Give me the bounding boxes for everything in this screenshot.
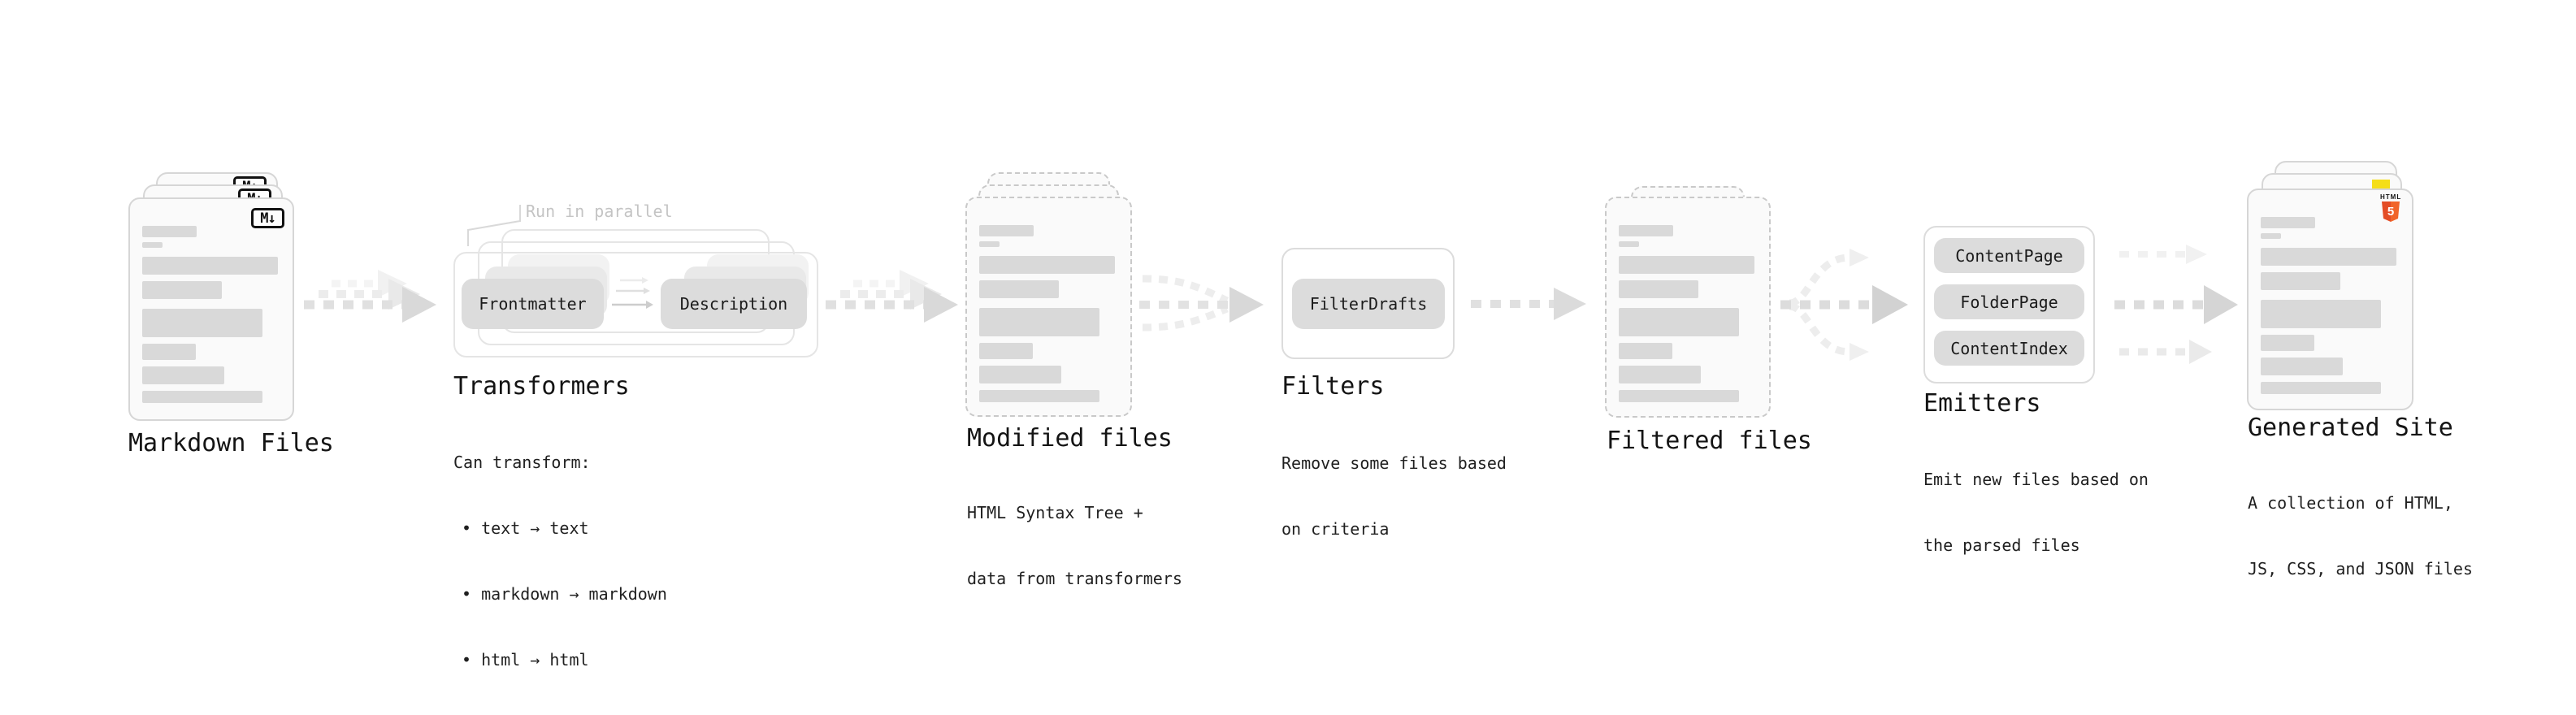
transformers-bullet: • html → html [462, 650, 589, 670]
arrow-transformers-to-modified [826, 270, 958, 323]
arrow-markdown-to-transformers [304, 270, 436, 323]
contentpage-emitter-box: ContentPage [1934, 238, 2084, 273]
generated-file-card: HTML 5 [2247, 188, 2413, 410]
markdown-files-title: Markdown Files [128, 429, 334, 457]
filters-title: Filters [1281, 372, 1385, 401]
transformers-stack-rect [453, 252, 818, 358]
transformers-bullet: • markdown → markdown [462, 584, 667, 604]
modified-files-description: HTML Syntax Tree + data from transformer… [967, 503, 1182, 588]
parallel-arrows-icon [612, 277, 653, 309]
arrow-filters-to-filtered [1471, 288, 1586, 320]
modified-files-title: Modified files [967, 424, 1173, 453]
transformers-description: Can transform: • text → text • markdown … [453, 408, 667, 715]
file-content-skeleton [130, 226, 293, 403]
html5-icon: HTML 5 [2380, 194, 2401, 222]
description-transformer-box: Description [661, 279, 807, 329]
generated-site-title: Generated Site [2248, 414, 2453, 442]
emitters-description: Emit new files based on the parsed files [1923, 470, 2149, 555]
markdown-file-card: M↓ [128, 197, 294, 421]
filtered-files-title: Filtered files [1607, 427, 1812, 455]
filtered-file-card [1605, 197, 1771, 418]
markdown-icon: M↓ [251, 208, 284, 228]
file-content-skeleton [2249, 217, 2412, 394]
transformers-bullet: • text → text [462, 518, 589, 538]
file-content-skeleton [967, 225, 1130, 402]
arrow-emitters-to-generated [2114, 245, 2238, 364]
pipeline-diagram: M↓ M↓ M↓ Markdown Files Run in parallel … [128, 161, 2473, 670]
frontmatter-transformer-box: Frontmatter [462, 279, 604, 329]
emitters-title: Emitters [1923, 389, 2041, 418]
transformers-desc-heading: Can transform: [453, 453, 591, 472]
run-in-parallel-label: Run in parallel [526, 202, 673, 221]
contentindex-emitter-box: ContentIndex [1934, 331, 2084, 366]
annotation-leader-line [467, 205, 521, 246]
arrow-modified-to-filters [1139, 275, 1264, 332]
file-content-skeleton [1607, 225, 1769, 402]
generated-site-description: A collection of HTML, JS, CSS, and JSON … [2248, 493, 2473, 578]
folderpage-emitter-box: FolderPage [1934, 284, 2084, 319]
arrow-filtered-to-emitters [1780, 249, 1908, 361]
transformers-title: Transformers [453, 372, 630, 401]
modified-file-card [965, 197, 1132, 417]
filters-description: Remove some files based on criteria [1281, 453, 1507, 539]
filterdrafts-box: FilterDrafts [1292, 279, 1445, 329]
